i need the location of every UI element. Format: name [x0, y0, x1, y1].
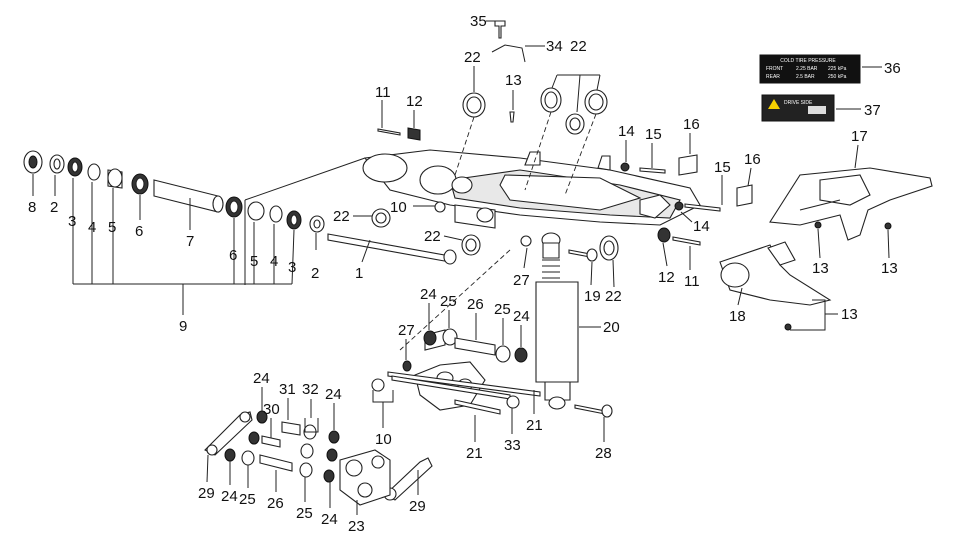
leader-lines: [32, 20, 890, 515]
callout-1: 1: [355, 265, 363, 282]
callout-22: 22: [333, 208, 350, 225]
shock-absorber: [535, 232, 579, 410]
callout-28: 28: [595, 445, 612, 462]
tire-label-title: COLD TIRE PRESSURE: [780, 58, 836, 64]
callout-32: 32: [302, 381, 319, 398]
callout-22: 22: [605, 288, 622, 305]
tire-label-row1-name: FRONT: [766, 66, 783, 72]
callout-3: 3: [68, 213, 76, 230]
callout-24: 24: [513, 308, 530, 325]
callout-12: 12: [658, 269, 675, 286]
callout-22: 22: [424, 228, 441, 245]
callout-31: 31: [279, 381, 296, 398]
callout-13: 13: [841, 306, 858, 323]
callout-29: 29: [198, 485, 215, 502]
callout-5: 5: [250, 253, 258, 270]
callout-23: 23: [348, 518, 365, 535]
tire-label-row1-kpa: 225 kPa: [828, 66, 847, 72]
callout-10: 10: [375, 431, 392, 448]
callout-25: 25: [296, 505, 313, 522]
callout-4: 4: [88, 219, 96, 236]
callout-30: 30: [263, 401, 280, 418]
callout-6: 6: [135, 223, 143, 240]
callout-13: 13: [505, 72, 522, 89]
swingarm: [244, 149, 701, 285]
chain-guard: [769, 167, 933, 241]
bearings: [371, 87, 619, 351]
callout-19: 19: [584, 288, 601, 305]
callout-24: 24: [321, 511, 338, 528]
callout-17: 17: [851, 128, 868, 145]
callout-25: 25: [494, 301, 511, 318]
callout-22: 22: [464, 49, 481, 66]
callout-29: 29: [409, 498, 426, 515]
callout-24: 24: [253, 370, 270, 387]
callout-24: 24: [420, 286, 437, 303]
tire-label-row2-kpa: 250 kPa: [828, 74, 847, 80]
drive-label-title: DRIVE SIDE: [784, 100, 813, 106]
callout-27: 27: [513, 272, 530, 289]
callout-11: 11: [375, 84, 391, 101]
drive-side-label: DRIVE SIDE: [761, 94, 835, 122]
callout-4: 4: [270, 253, 278, 270]
callout-24: 24: [325, 386, 342, 403]
tire-label-row2-name: REAR: [766, 74, 780, 80]
callout-9: 9: [179, 318, 187, 335]
callout-20: 20: [603, 319, 620, 336]
callout-10: 10: [390, 199, 407, 216]
callout-8: 8: [28, 199, 36, 216]
callout-33: 33: [504, 437, 521, 454]
callout-11: 11: [684, 273, 700, 290]
callout-21: 21: [526, 417, 543, 434]
callout-25: 25: [440, 293, 457, 310]
callout-12: 12: [406, 93, 423, 110]
callout-2: 2: [311, 265, 319, 282]
callout-36: 36: [884, 60, 901, 77]
callout-21: 21: [466, 445, 483, 462]
callout-13: 13: [881, 260, 898, 277]
callout-25: 25: [239, 491, 256, 508]
callout-34: 34: [546, 38, 563, 55]
tire-label-row2-bar: 2.5 BAR: [796, 74, 815, 80]
tire-pressure-label: COLD TIRE PRESSURE FRONT 2.25 BAR 225 kP…: [759, 54, 861, 84]
callout-6: 6: [229, 247, 237, 264]
callout-2: 2: [50, 199, 58, 216]
pivot-parts: [23, 150, 457, 285]
callout-16: 16: [683, 116, 700, 133]
tire-label-row1-bar: 2.25 BAR: [796, 66, 818, 72]
callout-35: 35: [470, 13, 487, 30]
callout-15: 15: [714, 159, 731, 176]
callout-26: 26: [467, 296, 484, 313]
callout-16: 16: [744, 151, 761, 168]
callout-5: 5: [108, 219, 116, 236]
callout-26: 26: [267, 495, 284, 512]
hardware: [377, 20, 892, 331]
mudguard: [719, 241, 832, 306]
callout-13: 13: [812, 260, 829, 277]
callout-15: 15: [645, 126, 662, 143]
callout-3: 3: [288, 259, 296, 276]
callout-14: 14: [693, 218, 710, 235]
callout-14: 14: [618, 123, 635, 140]
callout-24: 24: [221, 488, 238, 505]
callout-18: 18: [729, 308, 746, 325]
callout-7: 7: [186, 233, 194, 250]
callout-37: 37: [864, 102, 881, 119]
callout-numbers: 35 34 22 22 13 36 37 11 12 14 15 16 17 1…: [28, 13, 901, 535]
callout-27: 27: [398, 322, 415, 339]
linkage: [204, 328, 613, 506]
callout-22: 22: [570, 38, 587, 55]
